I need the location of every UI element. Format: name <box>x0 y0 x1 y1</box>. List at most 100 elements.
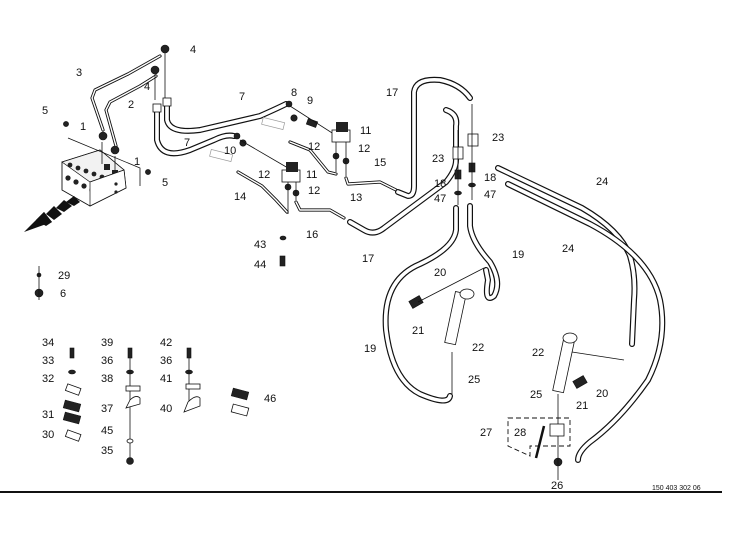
callout-1: 1 <box>134 156 140 168</box>
callout-35: 35 <box>101 445 113 457</box>
cylinder-22-right <box>552 332 578 394</box>
callout-34: 34 <box>42 337 54 349</box>
callout-11: 11 <box>306 169 317 181</box>
callout-19: 19 <box>512 249 524 261</box>
hose-17 <box>347 76 473 236</box>
callout-47: 47 <box>484 189 496 201</box>
elbow-4-upper <box>160 44 170 54</box>
callout-12: 12 <box>358 143 370 155</box>
valve-11-lower <box>281 162 301 183</box>
callout-23: 23 <box>432 153 444 165</box>
nut-5-lower <box>145 169 151 175</box>
callout-18: 18 <box>434 178 446 190</box>
callout-19: 19 <box>364 343 376 355</box>
clamp-halves-46 <box>230 387 250 417</box>
cylinder-22-mid <box>444 288 475 346</box>
callout-4: 4 <box>190 44 196 56</box>
hose-24 <box>495 165 666 463</box>
callout-43: 43 <box>254 239 266 251</box>
callout-14: 14 <box>234 191 246 203</box>
fitting-1-upper <box>98 131 108 141</box>
pipe-15 <box>344 176 398 192</box>
callout-27: 27 <box>480 427 492 439</box>
callout-24: 24 <box>562 243 574 255</box>
tee-23-upper <box>467 133 479 147</box>
ghost-fitting-upper <box>261 117 286 130</box>
hose-19 <box>382 203 501 404</box>
callout-21: 21 <box>576 400 588 412</box>
control-valve-block <box>61 149 127 207</box>
callout-40: 40 <box>160 403 172 415</box>
callout-7: 7 <box>239 91 245 103</box>
callout-25: 25 <box>530 389 542 401</box>
callout-36: 36 <box>101 355 113 367</box>
callout-13: 13 <box>350 192 362 204</box>
pipe-3 <box>90 54 162 132</box>
callout-28: 28 <box>514 427 526 439</box>
seal-8 <box>290 114 298 122</box>
callout-39: 39 <box>101 337 113 349</box>
travel-direction-arrow <box>24 196 80 232</box>
callout-20: 20 <box>434 267 446 279</box>
callout-45: 45 <box>101 425 113 437</box>
callout-36: 36 <box>160 355 172 367</box>
bolt-44 <box>279 255 286 267</box>
callout-26: 26 <box>551 480 563 492</box>
seal-10 <box>239 139 247 147</box>
callout-12: 12 <box>258 169 270 181</box>
callout-6: 6 <box>60 288 66 300</box>
valve-11-upper <box>331 122 351 143</box>
callout-1: 1 <box>80 121 86 133</box>
hose-7-lower <box>152 103 237 157</box>
callout-46: 46 <box>264 393 276 405</box>
callout-42: 42 <box>160 337 172 349</box>
fitting-1-lower <box>110 145 120 155</box>
pipe-13 <box>288 140 338 176</box>
callout-12: 12 <box>308 141 320 153</box>
callout-4: 4 <box>144 81 150 93</box>
callout-31: 31 <box>42 409 54 421</box>
plug-21-mid <box>408 295 424 309</box>
plug-21-right <box>572 375 588 389</box>
nut-hose-7-upper <box>285 100 293 108</box>
callout-12: 12 <box>308 185 320 197</box>
ghost-fitting-lower <box>209 149 234 162</box>
washer-43 <box>279 235 287 241</box>
callout-8: 8 <box>291 87 297 99</box>
callout-21: 21 <box>412 325 424 337</box>
nut-hose-7-lower <box>233 132 241 140</box>
adapter-9 <box>305 118 319 128</box>
pipe-16 <box>294 200 346 220</box>
callout-18: 18 <box>484 172 496 184</box>
callout-38: 38 <box>101 373 113 385</box>
callout-11: 11 <box>360 125 371 137</box>
clamp-stack-left <box>62 347 82 442</box>
callout-5: 5 <box>42 105 48 117</box>
pipe-2 <box>104 74 158 148</box>
callout-3: 3 <box>76 67 82 79</box>
clamp-stack-middle <box>125 347 141 465</box>
callout-23: 23 <box>492 132 504 144</box>
callout-7: 7 <box>184 137 190 149</box>
clamp-stack-right <box>183 347 201 413</box>
callout-10: 10 <box>224 145 236 157</box>
fittings-12 <box>284 142 350 214</box>
nut-5-upper <box>63 121 69 127</box>
callout-17: 17 <box>362 253 374 265</box>
callout-22: 22 <box>532 347 544 359</box>
callout-32: 32 <box>42 373 54 385</box>
callout-30: 30 <box>42 429 54 441</box>
callout-2: 2 <box>128 99 134 111</box>
callout-44: 44 <box>254 259 266 271</box>
callout-9: 9 <box>307 95 313 107</box>
document-number: 150 403 302 06 <box>652 485 701 492</box>
callout-41: 41 <box>160 373 172 385</box>
callout-24: 24 <box>596 176 608 188</box>
callout-16: 16 <box>306 229 318 241</box>
callout-20: 20 <box>596 388 608 400</box>
callout-5: 5 <box>162 177 168 189</box>
callout-47: 47 <box>434 193 446 205</box>
callout-37: 37 <box>101 403 113 415</box>
callout-17: 17 <box>386 87 398 99</box>
